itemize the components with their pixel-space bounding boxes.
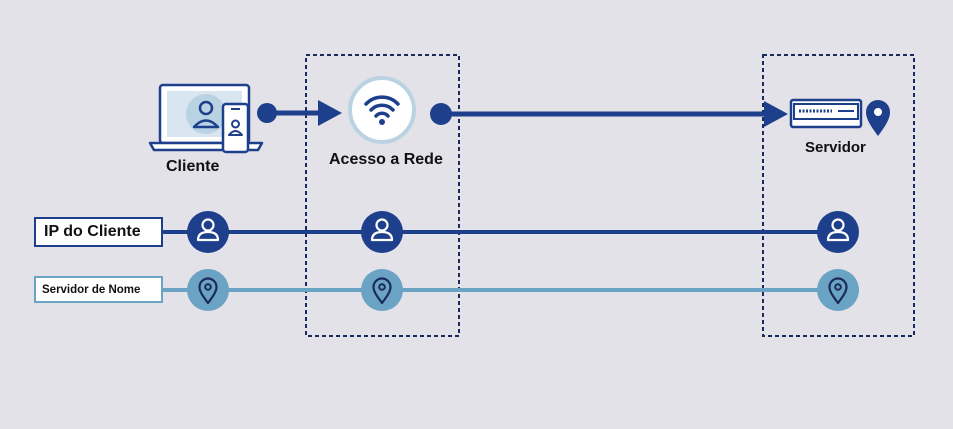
name-server-row-label: Servidor de Nome — [34, 276, 163, 303]
location-pin-icon — [817, 269, 859, 311]
location-pin-icon — [187, 269, 229, 311]
client-to-access-connector — [257, 100, 342, 126]
server-label: Servidor — [805, 139, 866, 156]
laptop-phone-user-icon — [148, 83, 264, 154]
access-label: Acesso a Rede — [329, 151, 443, 168]
server-zone-box — [762, 54, 915, 337]
user-icon — [187, 211, 229, 253]
access-to-server-connector — [430, 101, 788, 127]
user-icon — [361, 211, 403, 253]
server-location-icon — [789, 98, 890, 136]
location-pin-icon — [361, 269, 403, 311]
user-icon — [817, 211, 859, 253]
client-label: Cliente — [166, 158, 220, 175]
client-ip-row-label: IP do Cliente — [34, 217, 163, 247]
wifi-icon — [348, 76, 416, 144]
